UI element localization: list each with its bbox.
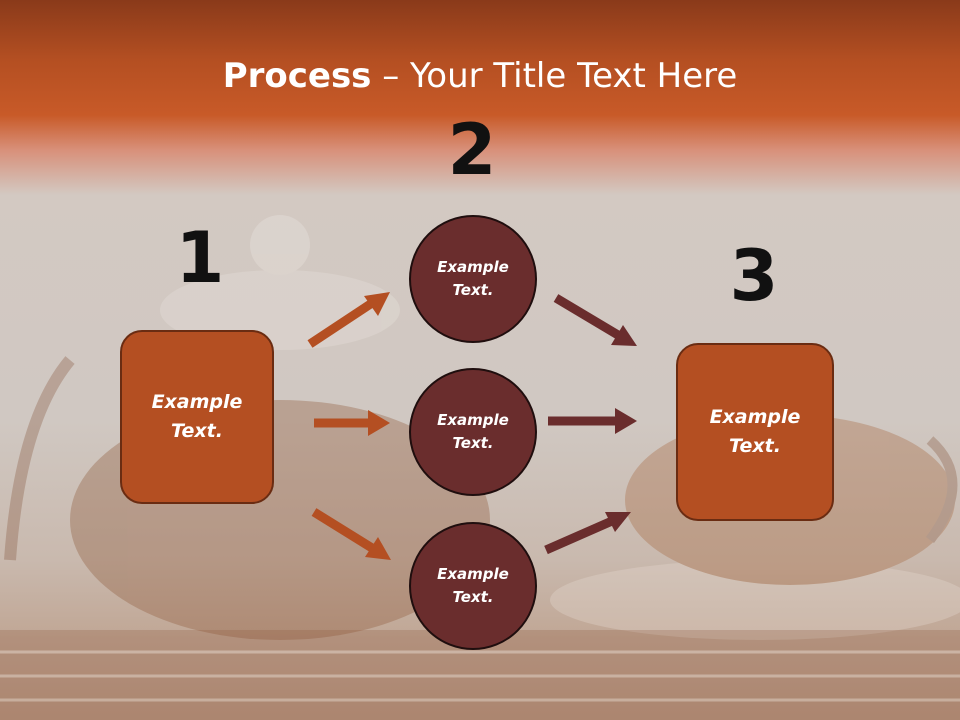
title-rest: – Your Title Text Here [371, 56, 738, 96]
step-number-2: 2 [447, 109, 497, 191]
step-3-text: Example Text. [709, 406, 801, 457]
step-2-circle-middle: Example Text. [409, 368, 537, 496]
circle-middle-text: Example Text. [437, 411, 509, 452]
step-1-box: Example Text. [120, 330, 274, 504]
title-bold: Process [222, 56, 372, 96]
step-3-box: Example Text. [676, 343, 834, 521]
step-number-3: 3 [729, 235, 779, 317]
arrow-left-up [307, 292, 390, 348]
step-2-circle-top: Example Text. [409, 215, 537, 343]
arrow-left-down [311, 508, 391, 560]
arrow-right-down [553, 294, 637, 346]
circle-top-text: Example Text. [437, 258, 509, 299]
circle-bottom-text: Example Text. [437, 565, 509, 606]
arrow-left-mid [314, 410, 390, 436]
step-number-1: 1 [175, 217, 225, 299]
slide-title: Process – Your Title Text Here [0, 54, 960, 98]
arrow-right-mid [548, 408, 637, 434]
step-2-circle-bottom: Example Text. [409, 522, 537, 650]
arrow-right-up [544, 512, 631, 555]
step-1-text: Example Text. [151, 391, 243, 442]
